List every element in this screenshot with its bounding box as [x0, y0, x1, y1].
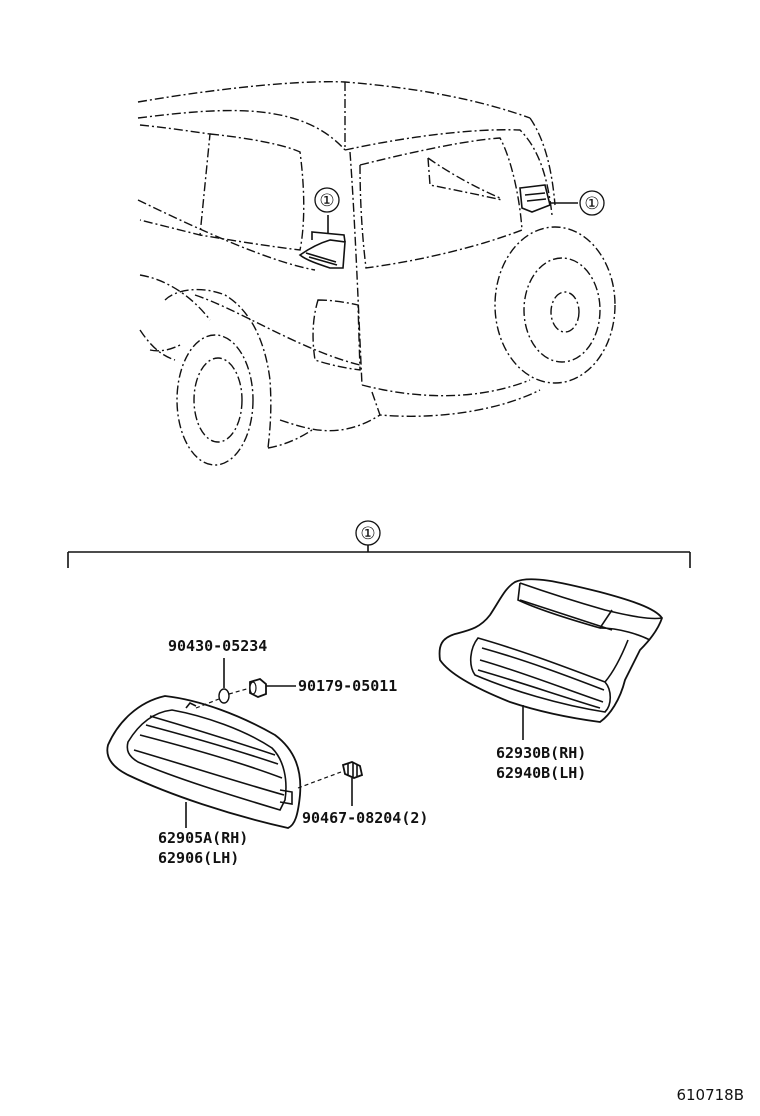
- outer-vent-grille: [106, 695, 302, 829]
- assembly-bracket: ①: [67, 520, 691, 568]
- label-inner-rh: 62930B(RH): [496, 744, 586, 762]
- clip-part: [297, 761, 364, 806]
- label-outer-lh: 62906(LH): [158, 849, 239, 867]
- nut-part: [249, 677, 296, 698]
- vehicle-illustration: [137, 81, 616, 466]
- svg-text:①: ①: [319, 191, 334, 211]
- svg-text:①: ①: [360, 524, 375, 544]
- label-washer: 90430-05234: [168, 637, 267, 655]
- diagram-reference-code: 610718B: [676, 1086, 744, 1104]
- label-outer-rh: 62905A(RH): [158, 829, 248, 847]
- callout-side-vent: ①: [314, 187, 340, 213]
- label-inner-lh: 62940B(LH): [496, 764, 586, 782]
- svg-text:①: ①: [584, 194, 599, 214]
- washer-part: [195, 658, 251, 709]
- label-nut: 90179-05011: [298, 677, 397, 695]
- inner-vent-duct: [438, 578, 663, 740]
- label-clip: 90467-08204(2): [302, 809, 428, 827]
- callout-rear-vent: ①: [579, 190, 605, 216]
